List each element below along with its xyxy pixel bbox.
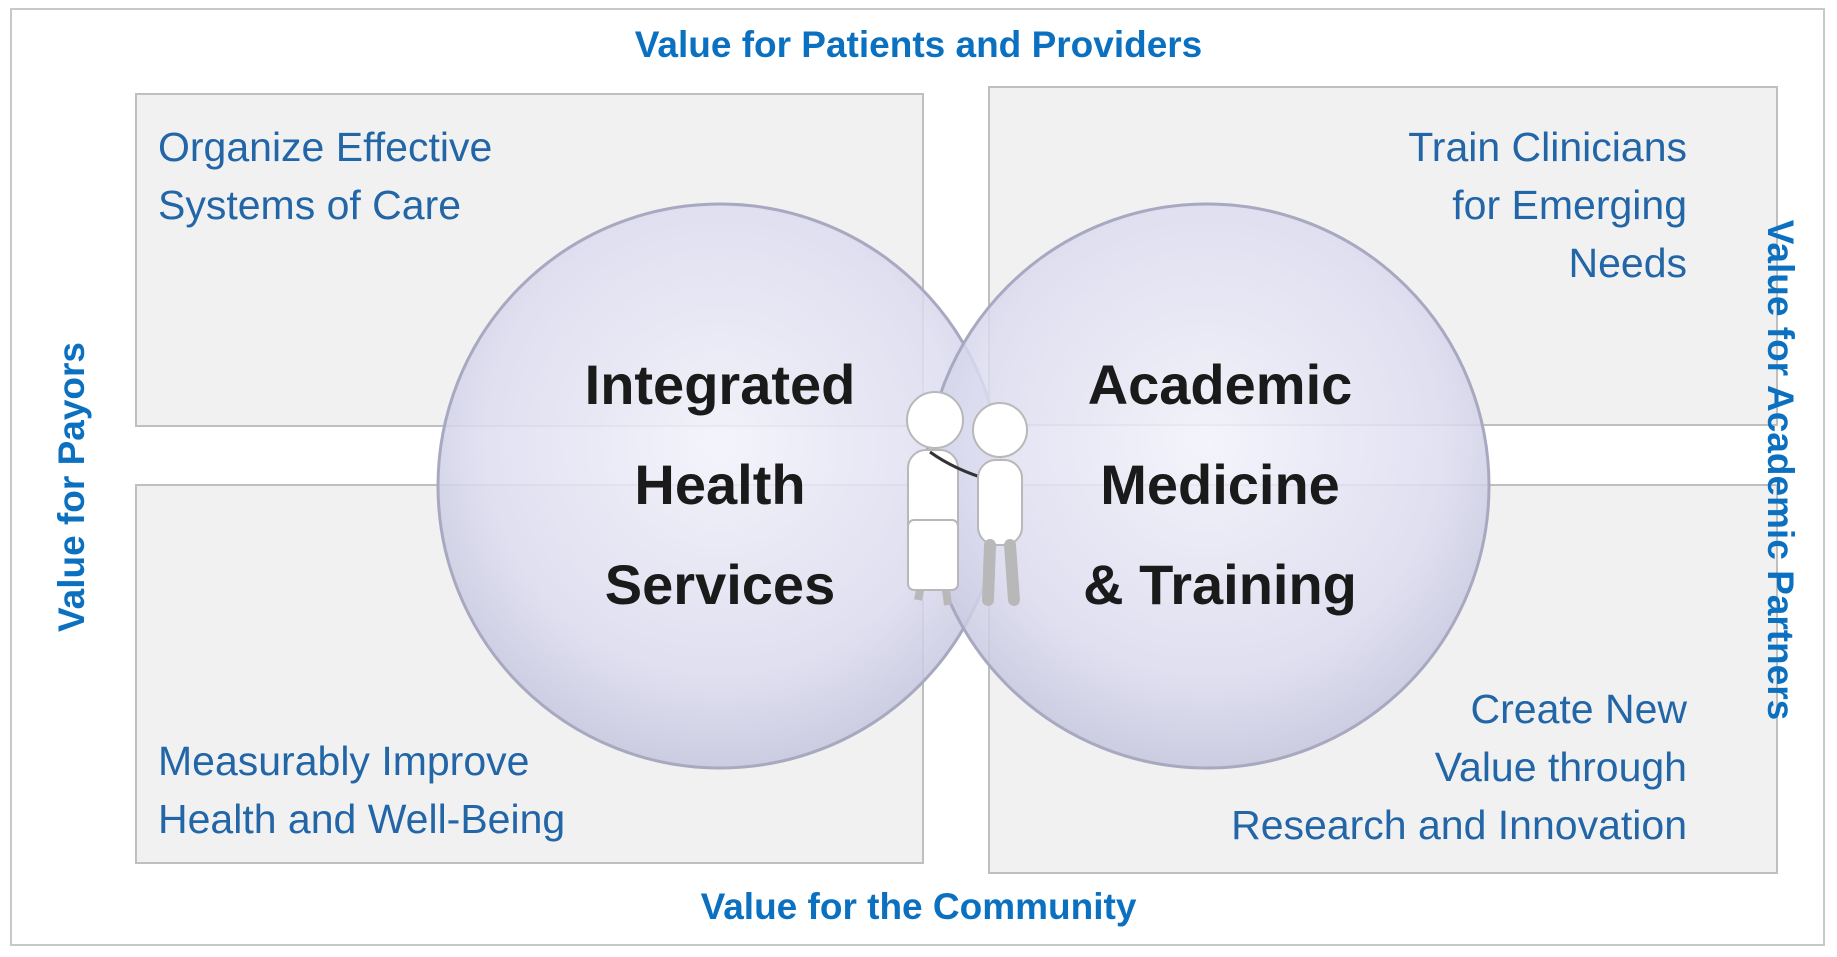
label-value-academic-partners: Value for Academic Partners (1760, 219, 1801, 721)
circle-label-integrated-health-services: Integrated Health Services (584, 353, 856, 616)
quadrant-text-research-innovation: Create New Value through Research and In… (1231, 686, 1687, 848)
label-value-payors: Value for Payors (51, 342, 92, 632)
quadrant-text-organize-systems: Organize Effective Systems of Care (158, 124, 493, 228)
circle-label-academic-medicine-training: Academic Medicine & Training (1083, 353, 1357, 616)
label-value-patients-providers: Value for Patients and Providers (634, 24, 1203, 65)
quadrant-text-train-clinicians: Train Clinicians for Emerging Needs (1408, 124, 1687, 286)
doctor-patient-figures-icon (906, 391, 1028, 606)
label-value-community: Value for the Community (700, 886, 1137, 927)
quadrant-text-improve-health: Measurably Improve Health and Well-Being (158, 738, 566, 842)
